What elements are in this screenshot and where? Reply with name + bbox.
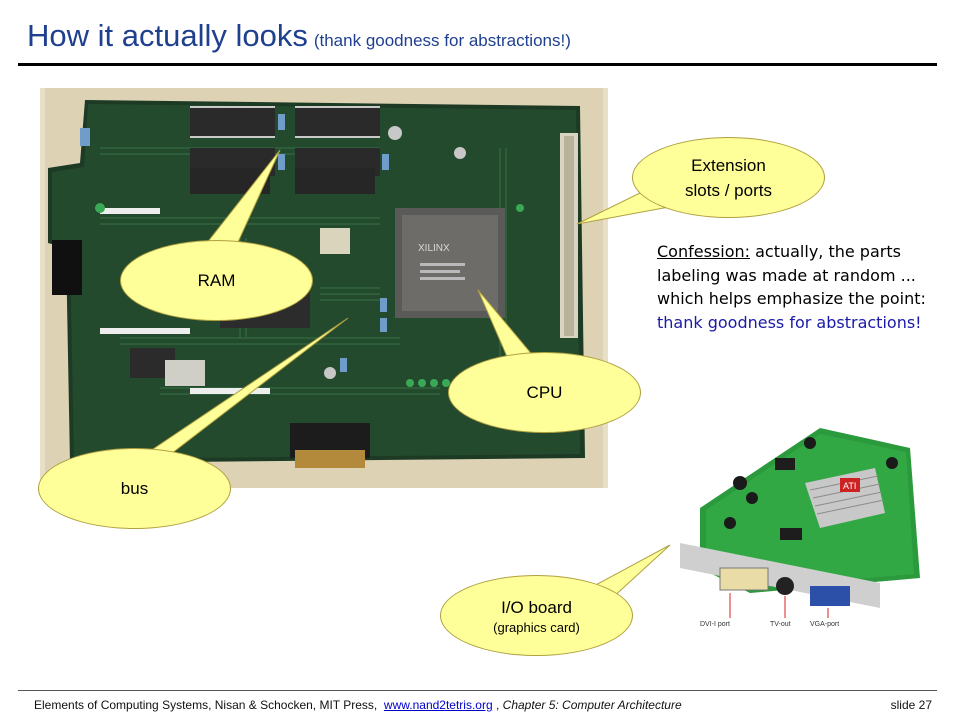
footer-rule xyxy=(18,690,937,691)
extension-callout-line1: Extension xyxy=(691,155,766,175)
io-board-callout: I/O board (graphics card) xyxy=(440,575,633,656)
slide-title-text: How it actually looks xyxy=(27,18,308,53)
footer-credit: Elements of Computing Systems, Nisan & S… xyxy=(34,698,378,712)
bus-callout-label: bus xyxy=(120,479,149,498)
ram-callout: RAM xyxy=(120,240,313,321)
footer-link[interactable]: www.nand2tetris.org xyxy=(383,698,493,712)
confession-emphasis: thank goodness for abstractions! xyxy=(657,312,922,332)
ram-callout-label: RAM xyxy=(197,271,236,290)
svg-text:XILINX: XILINX xyxy=(418,243,450,254)
footer-chapter: Chapter 5: Computer Architecture xyxy=(502,698,682,712)
footer-separator: , xyxy=(492,698,503,712)
svg-text:TV-out: TV-out xyxy=(770,621,791,628)
slide-number: slide 27 xyxy=(890,698,932,712)
extension-callout: Extension slots / ports xyxy=(632,137,825,218)
slide-title: How it actually looks (thank goodness for… xyxy=(27,18,571,54)
title-rule xyxy=(18,63,937,66)
confession-note: Confession: actually, the parts labeling… xyxy=(657,240,947,334)
svg-text:DVI-I port: DVI-I port xyxy=(700,621,730,628)
svg-text:ATI: ATI xyxy=(843,481,856,491)
io-board-callout-label: I/O board xyxy=(501,598,572,617)
svg-text:VGA-port: VGA-port xyxy=(810,621,839,628)
cpu-callout-label: CPU xyxy=(526,383,563,402)
confession-body: actually, the parts labeling was made at… xyxy=(657,242,926,308)
io-board-callout-sublabel: (graphics card) xyxy=(493,620,580,635)
cpu-callout: CPU xyxy=(448,352,641,433)
extension-callout-line2: slots / ports xyxy=(685,180,772,200)
confession-lead: Confession: xyxy=(657,242,751,261)
slide-subtitle: (thank goodness for abstractions!) xyxy=(313,31,571,50)
slide-footer: Elements of Computing Systems, Nisan & S… xyxy=(34,698,932,712)
graphics-card-photo: ATI DVI-I port TV-out VGA-port xyxy=(660,418,938,640)
bus-callout: bus xyxy=(38,448,231,529)
